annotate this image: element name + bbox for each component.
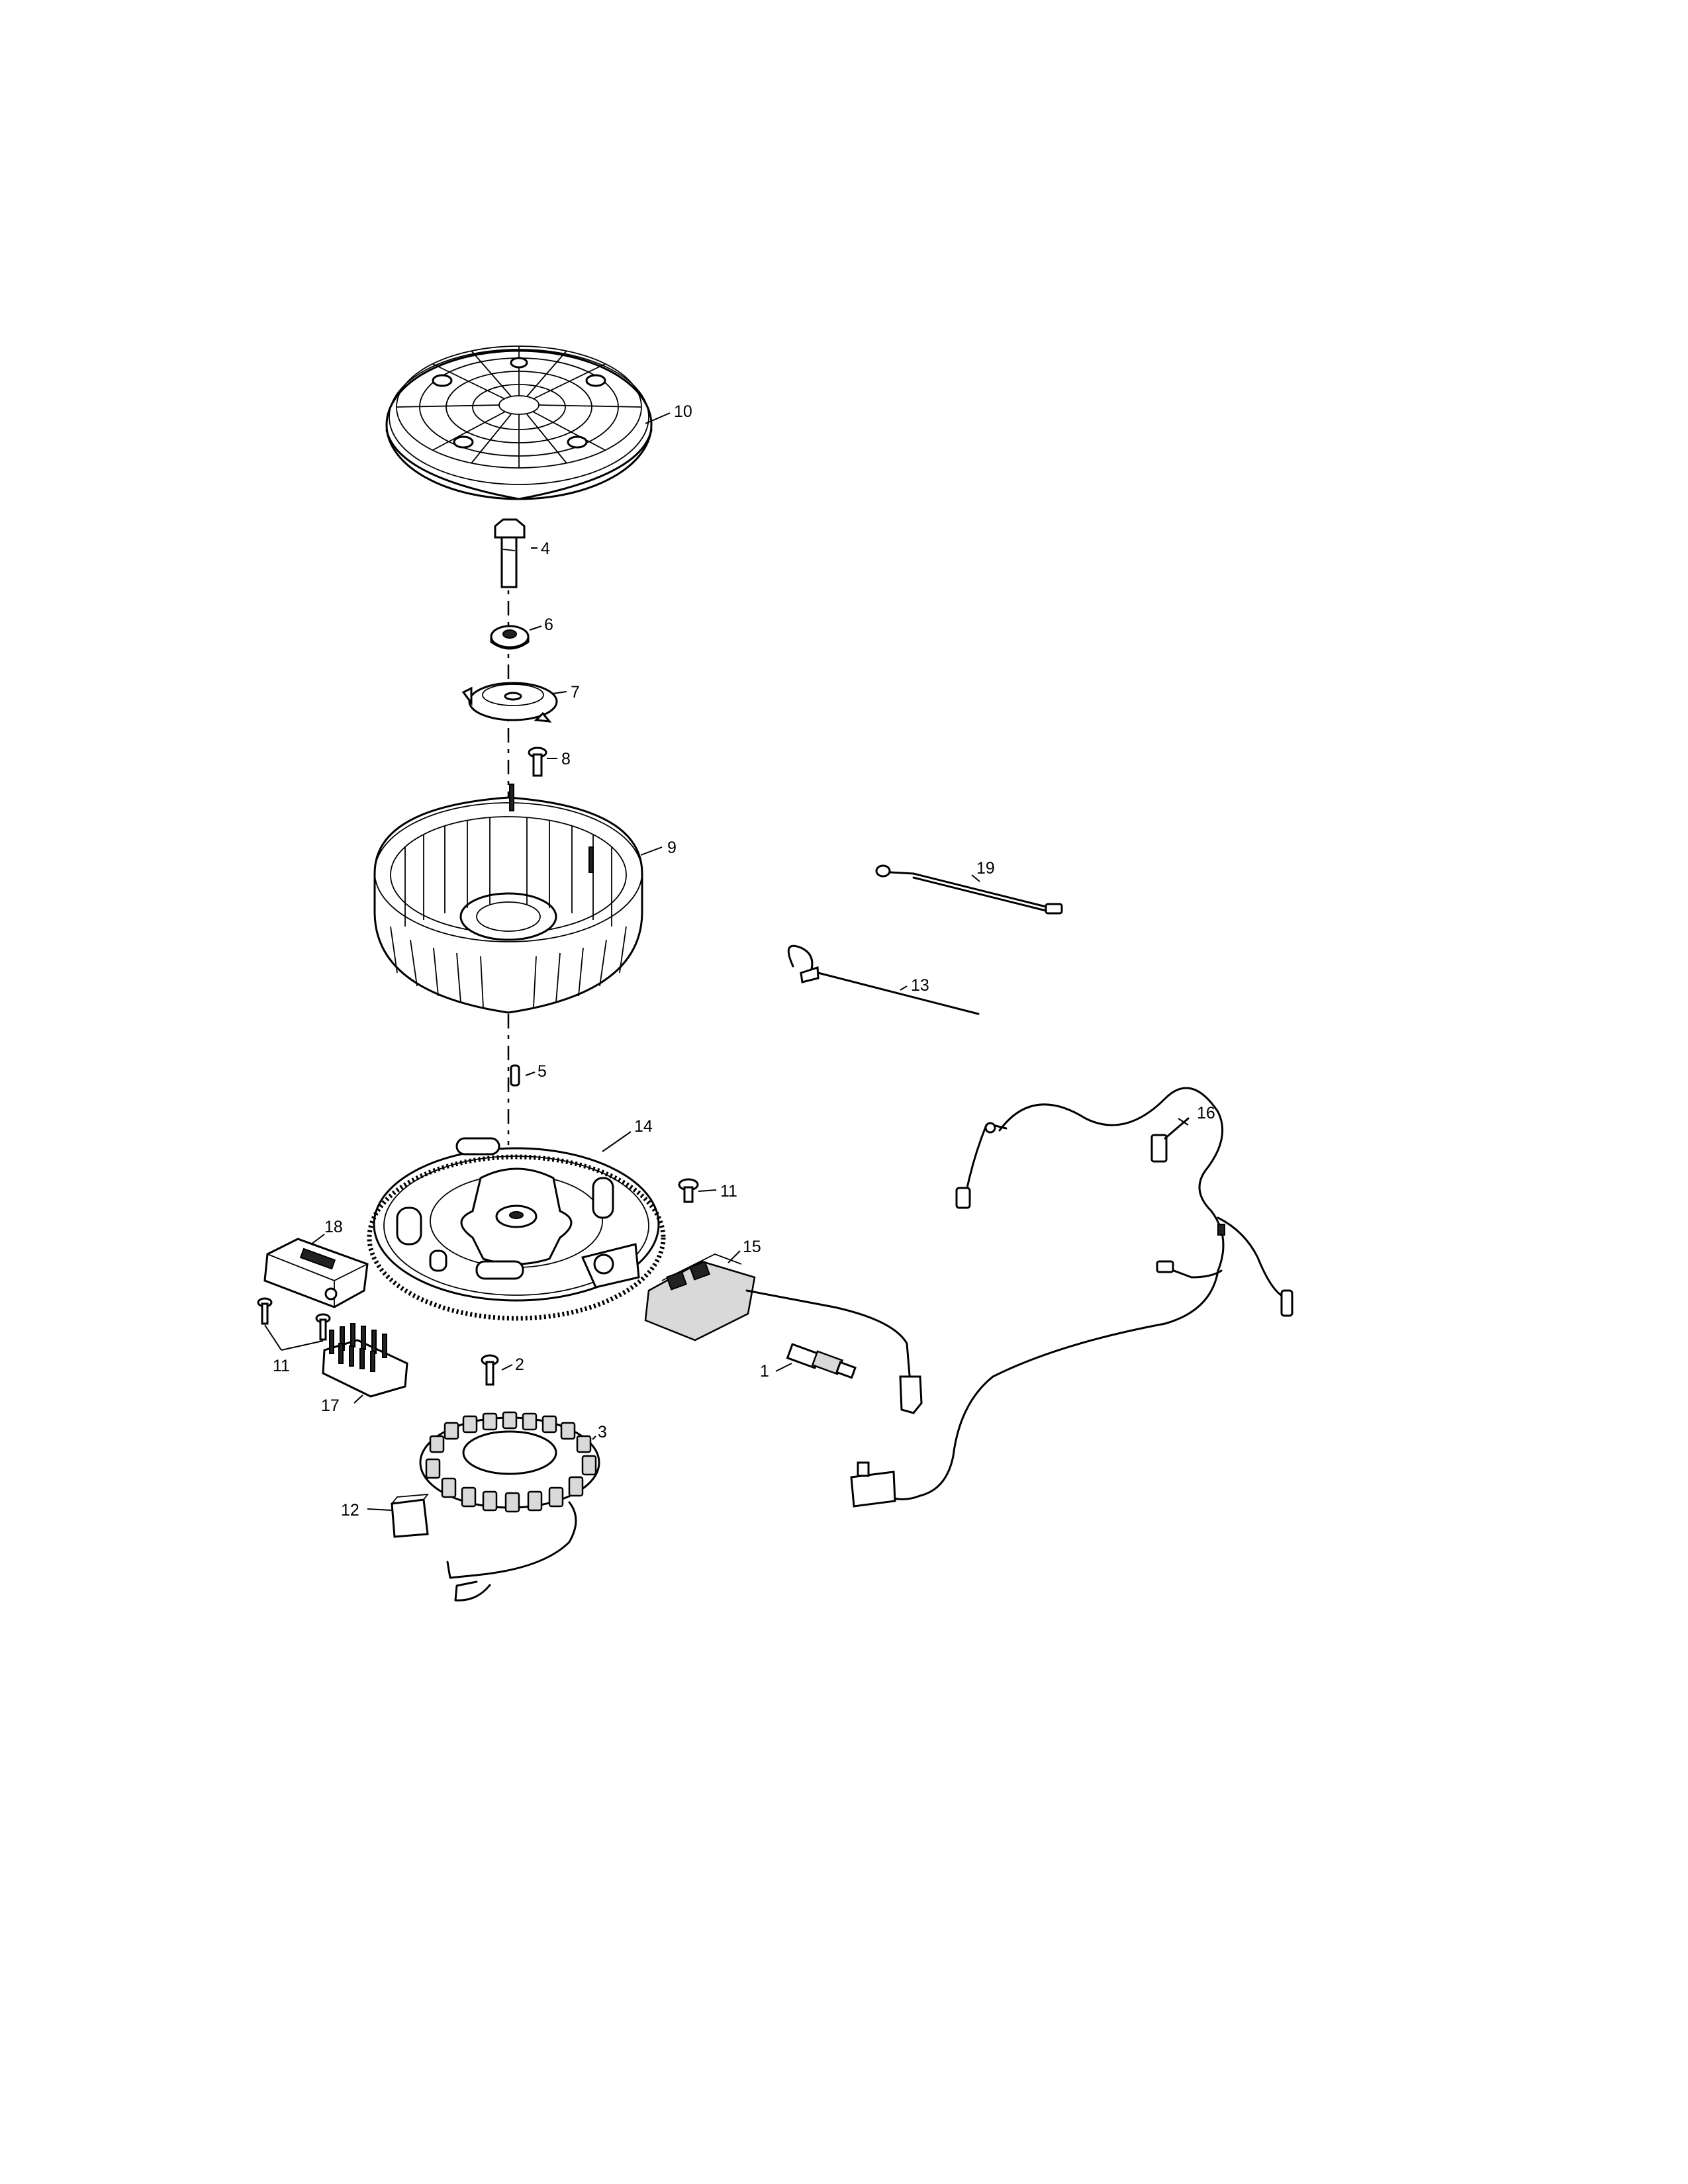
part-14-flywheel — [367, 1137, 666, 1321]
part-5-flywheel-key — [510, 1064, 520, 1087]
callout-6: 6 — [544, 615, 553, 634]
part-13-cable-tie — [787, 944, 980, 1015]
callout-10: 10 — [674, 402, 692, 421]
callout-4: 4 — [541, 539, 550, 558]
part-12-insulator — [391, 1493, 429, 1538]
callout-1: 1 — [760, 1362, 769, 1381]
callout-15: 15 — [743, 1238, 761, 1256]
callout-16: 16 — [1197, 1104, 1215, 1122]
callout-5: 5 — [538, 1062, 547, 1081]
part-7-cup-washer — [461, 682, 558, 723]
part-3-stator — [419, 1411, 600, 1602]
callout-14: 14 — [634, 1117, 653, 1136]
part-8-screw — [528, 747, 547, 777]
part-17-regulator — [322, 1323, 408, 1398]
callout-19: 19 — [976, 859, 995, 878]
callout-2: 2 — [515, 1355, 524, 1374]
part-16-wiring-harness — [850, 1087, 1293, 1508]
callout-9: 9 — [667, 839, 677, 857]
part-4-flywheel-bolt — [494, 518, 526, 588]
part-9-cooling-fan — [373, 784, 643, 1014]
part-10-flywheel-screen — [385, 345, 653, 500]
part-19-ground-lead — [875, 864, 1063, 915]
callout-3: 3 — [598, 1423, 607, 1441]
part-11-screws-left — [257, 1297, 331, 1341]
part-1-spark-plug — [786, 1343, 857, 1379]
callout-17: 17 — [321, 1396, 340, 1415]
part-18-rectifier — [263, 1238, 369, 1308]
callout-11-left: 11 — [273, 1357, 290, 1375]
callout-11-right: 11 — [720, 1182, 737, 1201]
part-11-screw-right — [678, 1178, 699, 1203]
callout-8: 8 — [561, 750, 571, 768]
part-2-screw — [481, 1354, 499, 1386]
part-15-ignition-module — [644, 1253, 923, 1414]
callout-18: 18 — [324, 1218, 343, 1236]
part-6-washer — [490, 625, 530, 650]
callout-7: 7 — [571, 683, 580, 702]
callout-13: 13 — [911, 976, 929, 995]
callout-12: 12 — [341, 1501, 359, 1520]
